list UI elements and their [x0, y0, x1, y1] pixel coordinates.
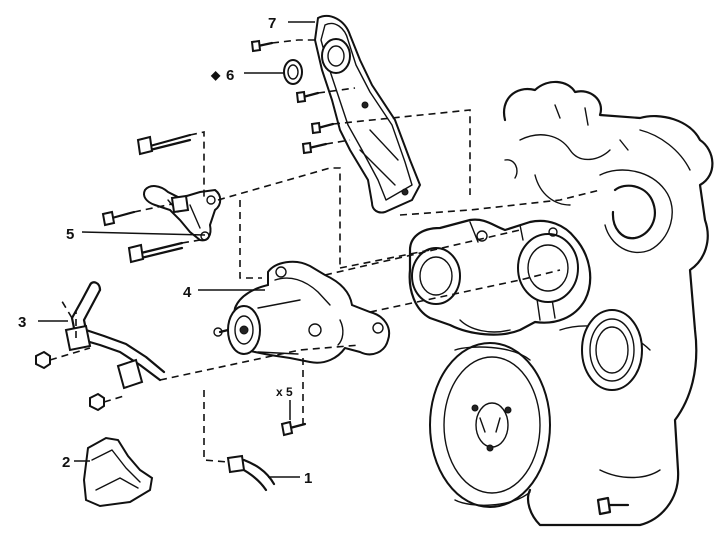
cover-bolt — [301, 141, 328, 155]
engine-block — [459, 80, 714, 527]
nut — [35, 350, 51, 370]
oil-seal — [283, 59, 303, 85]
callout-6-marker: ◆ — [210, 68, 221, 82]
cover-bolt — [295, 90, 320, 104]
long-bolt — [136, 133, 192, 156]
pump-bolt — [280, 420, 307, 437]
timing-belt-cover — [313, 15, 422, 214]
callout-4: 4 — [183, 284, 192, 301]
callout-leaders — [38, 21, 315, 478]
water-bypass-pipe — [64, 281, 166, 390]
cover-bolt — [250, 39, 274, 53]
callout-6: 6 — [226, 67, 234, 84]
front-case — [408, 218, 592, 336]
callout-7: 7 — [268, 15, 276, 32]
callout-2: 2 — [62, 454, 70, 471]
assembly-guide-lines — [49, 39, 601, 463]
long-bolt — [127, 241, 184, 264]
cover-bolts — [250, 39, 335, 155]
protector-cover — [82, 436, 154, 508]
callout-5-bracket: 5 — [66, 226, 74, 243]
bracket-bolts — [101, 133, 192, 264]
callout-1: 1 — [304, 470, 312, 487]
water-hose — [226, 454, 276, 492]
callout-3: 3 — [18, 314, 26, 331]
pipe-nuts — [35, 350, 105, 412]
crankshaft-pulley — [429, 342, 551, 508]
water-pump — [213, 260, 390, 364]
cover-bolt — [310, 121, 335, 135]
callout-5-bolt: x 5 — [276, 385, 293, 399]
mounting-bracket — [143, 185, 222, 242]
nut — [89, 392, 105, 412]
short-bolt — [101, 210, 136, 227]
